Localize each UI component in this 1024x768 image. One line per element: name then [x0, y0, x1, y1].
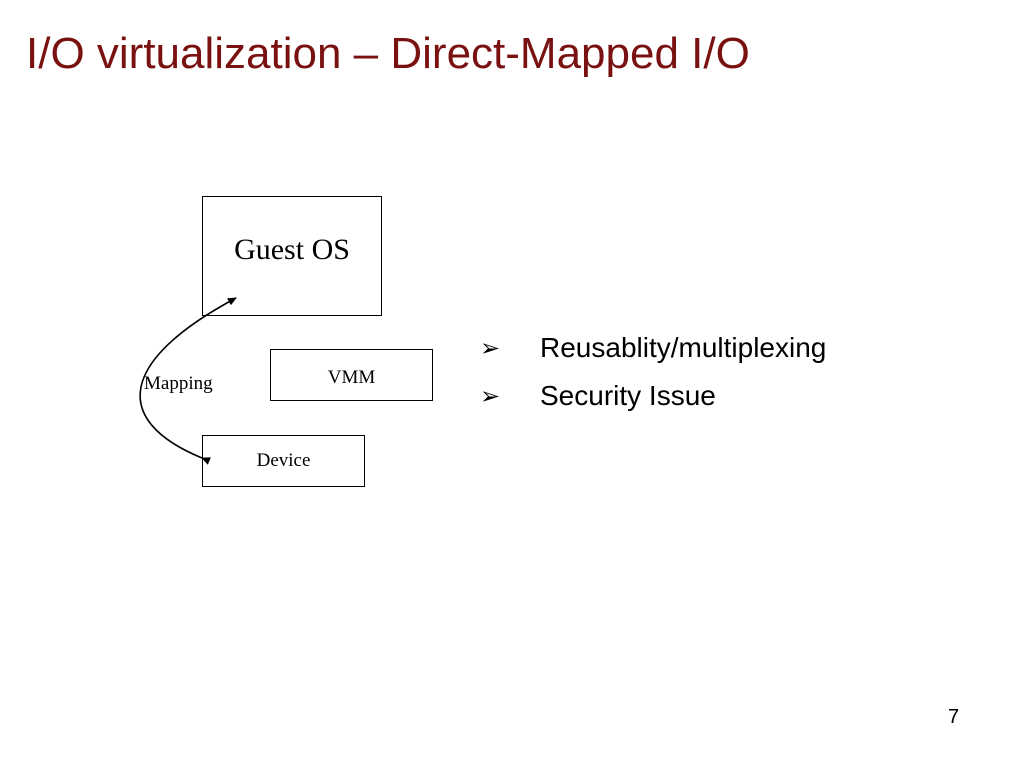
- arrowhead-bullet-icon: ➢: [480, 334, 501, 362]
- device-box: Device: [202, 435, 365, 487]
- bullet-text: Security Issue: [540, 380, 716, 411]
- guest-os-label: Guest OS: [234, 233, 350, 266]
- guest-os-box: Guest OS: [202, 196, 382, 316]
- slide-title: I/O virtualization – Direct-Mapped I/O: [26, 29, 750, 78]
- arrowhead-bullet-icon: ➢: [480, 382, 501, 410]
- bullet-list: ➢ Reusablity/multiplexing ➢ Security Iss…: [480, 324, 826, 420]
- vmm-label: VMM: [327, 367, 376, 388]
- bullet-item: ➢ Security Issue: [480, 372, 826, 420]
- bullet-item: ➢ Reusablity/multiplexing: [480, 324, 826, 372]
- page-number: 7: [948, 706, 960, 728]
- vmm-box: VMM: [270, 349, 433, 401]
- device-label: Device: [256, 450, 311, 471]
- mapping-label: Mapping: [144, 373, 213, 394]
- bullet-text: Reusablity/multiplexing: [540, 332, 827, 363]
